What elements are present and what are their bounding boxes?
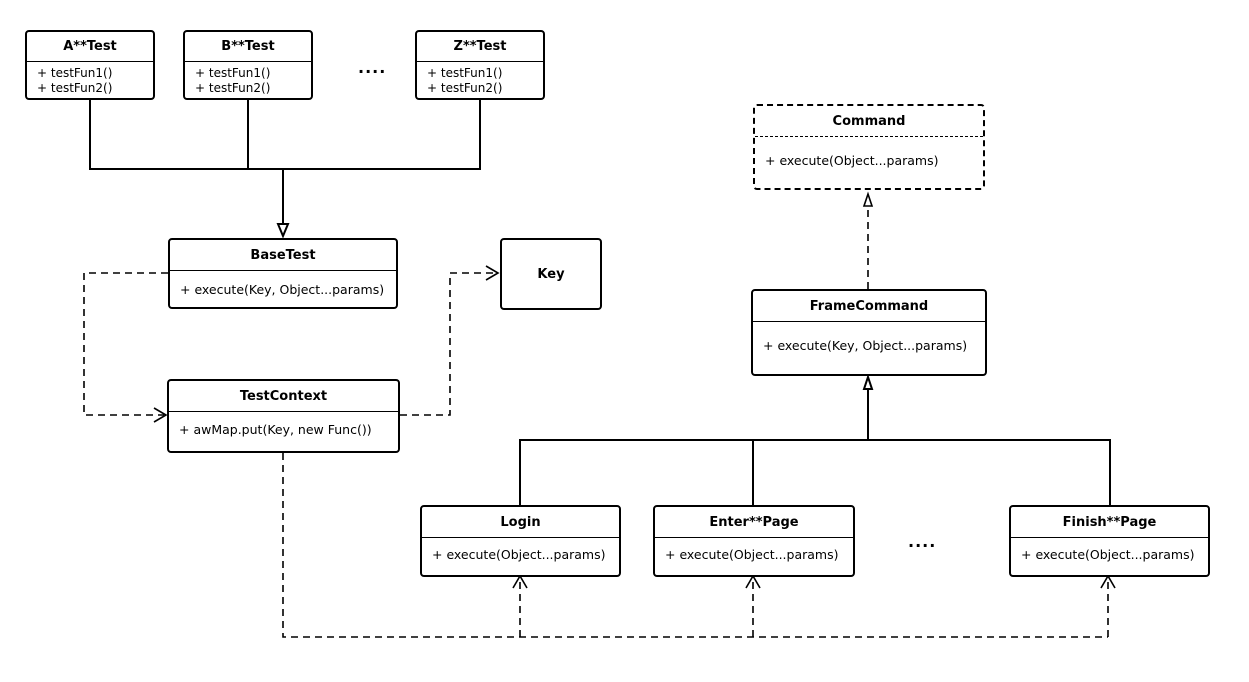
class-title: A**Test (27, 32, 153, 62)
class-members: + awMap.put(Key, new Func()) (169, 412, 398, 442)
class-title: Login (422, 507, 619, 538)
method: + execute(Object...params) (432, 547, 606, 562)
class-a-test: A**Test + testFun1() + testFun2() (25, 30, 155, 100)
pages-ellipsis: .... (908, 532, 937, 551)
class-members: + testFun1() + testFun2() (27, 62, 153, 98)
interface-command: Command + execute(Object...params) (753, 104, 985, 190)
method: + execute(Key, Object...params) (180, 282, 385, 297)
inheritance-line-pages (519, 439, 1111, 505)
class-members: + execute(Key, Object...params) (170, 271, 396, 302)
class-title: BaseTest (170, 240, 396, 271)
class-title: Command (755, 106, 983, 137)
class-login: Login + execute(Object...params) (420, 505, 621, 577)
class-members: + execute(Object...params) (755, 137, 983, 173)
method: + execute(Object...params) (765, 153, 939, 168)
dependency-line-basetest-testcontext (83, 272, 168, 416)
class-members: + execute(Object...params) (1011, 538, 1208, 567)
inheritance-arrowhead-basetest (276, 223, 290, 239)
tests-ellipsis: .... (358, 58, 387, 77)
class-enter-page: Enter**Page + execute(Object...params) (653, 505, 855, 577)
dependency-arrowhead-key (485, 265, 500, 281)
dependency-arrowhead-testcontext (153, 407, 168, 423)
dependency-line-testcontext-key (400, 272, 496, 416)
dependency-line-testcontext-pages (282, 453, 1108, 638)
class-title: TestContext (169, 381, 398, 412)
class-title: Enter**Page (655, 507, 853, 538)
class-members: + execute(Object...params) (655, 538, 853, 567)
class-key: Key (500, 238, 602, 310)
method: + execute(Object...params) (665, 547, 839, 562)
class-members: + execute(Object...params) (422, 538, 619, 567)
method: + execute(Object...params) (1021, 547, 1195, 562)
method: + testFun2() (195, 81, 271, 95)
class-test-context: TestContext + awMap.put(Key, new Func()) (167, 379, 400, 453)
method: + execute(Key, Object...params) (763, 338, 968, 353)
class-members: + testFun1() + testFun2() (185, 62, 311, 98)
class-title: Z**Test (417, 32, 543, 62)
inheritance-line-tests (89, 100, 481, 170)
class-z-test: Z**Test + testFun1() + testFun2() (415, 30, 545, 100)
inheritance-arrowhead-framecommand (862, 373, 874, 390)
class-members: + execute(Key, Object...params) (753, 322, 985, 358)
class-title: B**Test (185, 32, 311, 62)
class-frame-command: FrameCommand + execute(Key, Object...par… (751, 289, 987, 376)
class-title: Key (537, 266, 565, 282)
class-base-test: BaseTest + execute(Key, Object...params) (168, 238, 398, 309)
class-title: Finish**Page (1011, 507, 1208, 538)
method: + testFun2() (37, 81, 113, 95)
method: + awMap.put(Key, new Func()) (179, 422, 372, 437)
method: + testFun1() (427, 66, 503, 80)
class-finish-page: Finish**Page + execute(Object...params) (1009, 505, 1210, 577)
realization-arrowhead (862, 191, 874, 207)
method: + testFun1() (37, 66, 113, 80)
class-members: + testFun1() + testFun2() (417, 62, 543, 98)
class-b-test: B**Test + testFun1() + testFun2() (183, 30, 313, 100)
method: + testFun1() (195, 66, 271, 80)
class-title: FrameCommand (753, 291, 985, 322)
method: + testFun2() (427, 81, 503, 95)
